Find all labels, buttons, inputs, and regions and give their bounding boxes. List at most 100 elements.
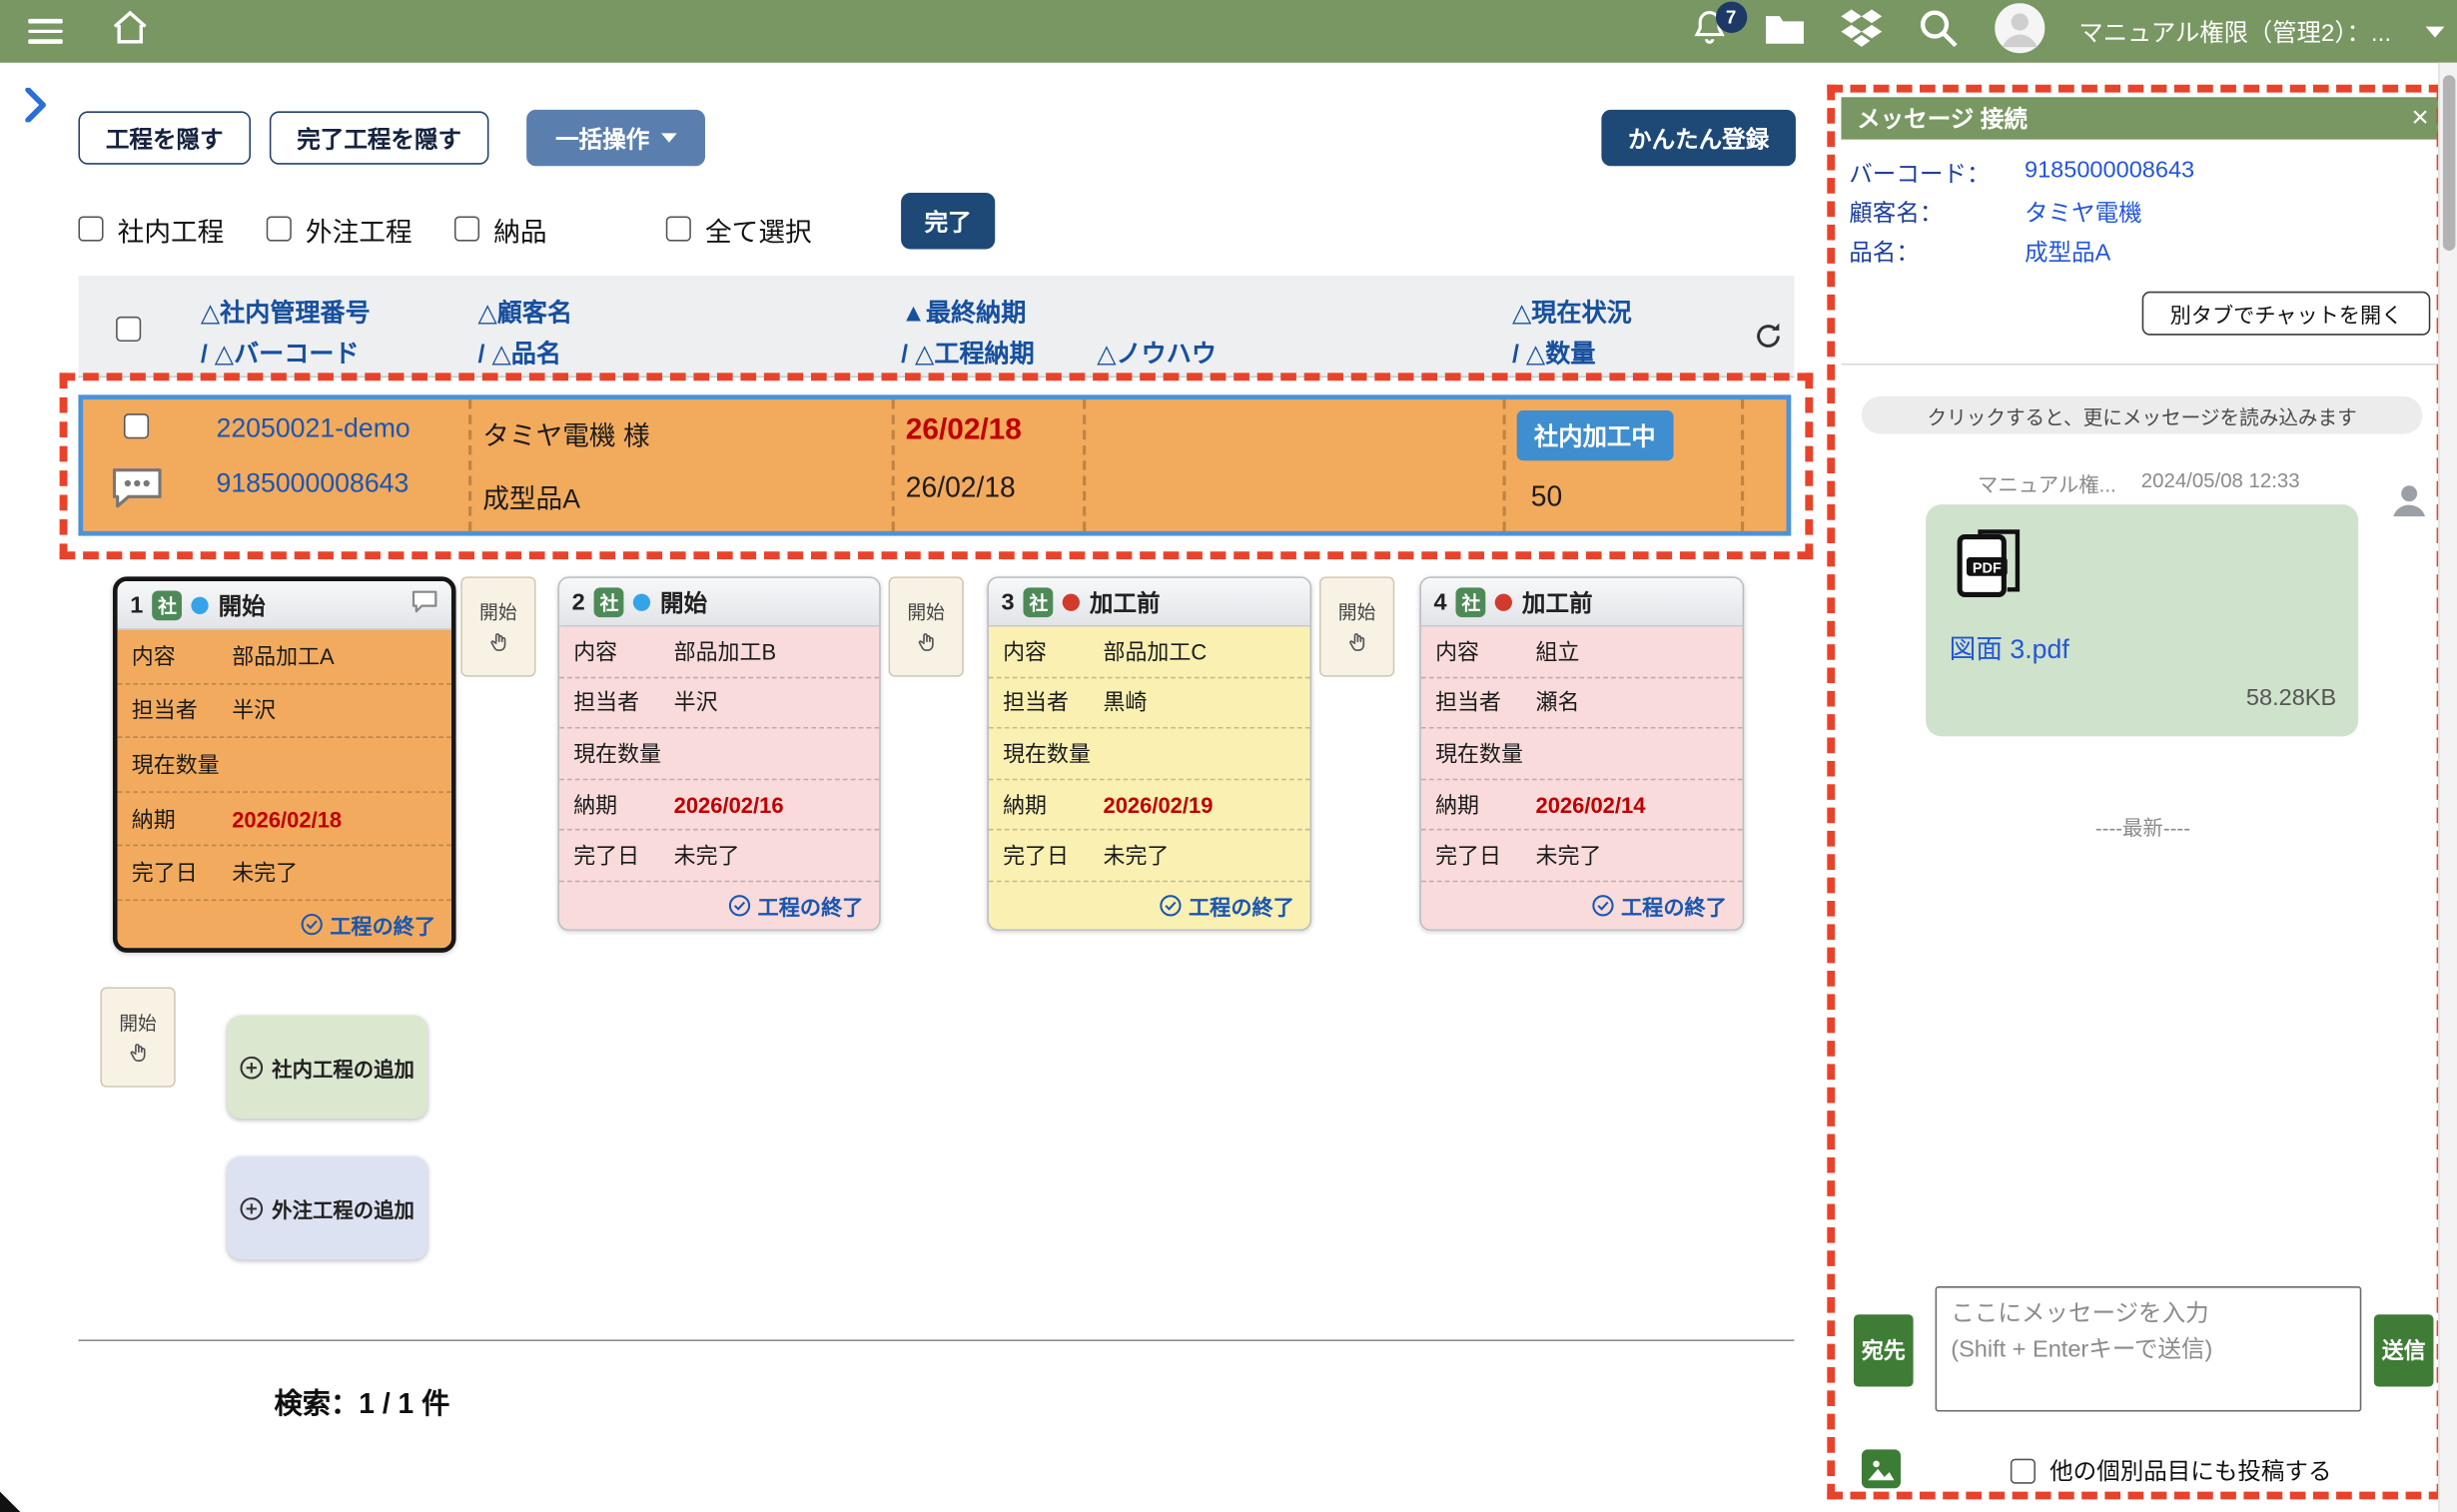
open-chat-new-tab-button[interactable]: 別タブでチャットを開く xyxy=(2141,291,2431,336)
quantity-value: 50 xyxy=(1530,480,1563,513)
easy-register-button[interactable]: かんたん登録 xyxy=(1601,109,1796,167)
search-icon[interactable] xyxy=(1916,5,1960,57)
easy-register-label: かんたん登録 xyxy=(1628,126,1770,153)
start-drop-zone[interactable]: 開始 xyxy=(1318,576,1395,677)
chevron-right-icon[interactable] xyxy=(22,87,47,130)
field-label: 完了日 xyxy=(131,860,198,886)
sort-header-process-due[interactable]: / △工程納期 xyxy=(901,342,1035,369)
table-row[interactable]: 22050021-demo 9185000008643 タミヤ電機 様 成型品A… xyxy=(78,394,1792,536)
sort-header-barcode[interactable]: / △バーコード xyxy=(200,342,360,369)
field-value: 組立 xyxy=(1535,638,1580,664)
finish-process-link[interactable]: 工程の終了 xyxy=(1591,890,1727,921)
filter-select-all[interactable]: 全て選択 xyxy=(665,210,812,248)
add-external-process-label: 外注工程の追加 xyxy=(272,1197,414,1221)
sort-header-status[interactable]: △現在状況 xyxy=(1511,301,1632,328)
chat-bubble-icon[interactable] xyxy=(108,462,164,520)
folder-icon[interactable] xyxy=(1762,10,1806,52)
field-label: 完了日 xyxy=(1435,843,1501,869)
finish-process-link[interactable]: 工程の終了 xyxy=(300,909,435,940)
product-name: 成型品A xyxy=(482,483,581,514)
checkbox[interactable] xyxy=(78,216,104,242)
sort-header-final-due[interactable]: ▲最終納期 xyxy=(901,301,1027,328)
close-icon[interactable]: × xyxy=(2411,101,2429,135)
process-number: 2 xyxy=(571,588,585,615)
hide-done-process-button[interactable]: 完了工程を隠す xyxy=(269,111,489,165)
load-more-messages-button[interactable]: クリックすると、更にメッセージを読み込みます xyxy=(1861,395,2423,434)
filter-delivery-label: 納品 xyxy=(493,217,547,248)
sort-header-qty[interactable]: / △数量 xyxy=(1511,342,1596,369)
row-checkbox[interactable] xyxy=(123,413,150,439)
user-menu-label[interactable]: マニュアル権限（管理2）：... xyxy=(2078,20,2392,48)
finish-process-label: 工程の終了 xyxy=(1188,896,1294,920)
management-no[interactable]: 22050021-demo xyxy=(216,413,410,443)
attached-file-link[interactable]: 図面 3.pdf xyxy=(1949,634,2069,665)
post-to-other-items[interactable]: 他の個別品目にも投稿する xyxy=(2010,1454,2332,1487)
process-type-badge: 社 xyxy=(594,586,624,617)
field-value: 黒崎 xyxy=(1103,689,1148,716)
chevron-down-icon[interactable] xyxy=(2425,25,2445,37)
sort-header-customer[interactable]: △顧客名 xyxy=(477,301,573,328)
checkbox[interactable] xyxy=(453,216,480,242)
menu-icon[interactable] xyxy=(28,12,63,50)
field-label: 現在数量 xyxy=(131,752,220,778)
message-input[interactable] xyxy=(1935,1286,2362,1412)
field-value: 瀬名 xyxy=(1535,689,1580,716)
process-card-header: 2 社 開始 xyxy=(559,577,880,627)
hide-process-button[interactable]: 工程を隠す xyxy=(78,111,252,165)
barcode-value[interactable]: 9185000008643 xyxy=(216,468,410,498)
finish-process-link[interactable]: 工程の終了 xyxy=(728,890,863,921)
sort-header-management-no[interactable]: △社内管理番号 xyxy=(200,301,371,328)
send-button[interactable]: 送信 xyxy=(2373,1314,2434,1387)
avatar-icon[interactable] xyxy=(1994,2,2045,60)
dropbox-icon[interactable] xyxy=(1840,8,1882,54)
comment-icon[interactable] xyxy=(410,589,438,620)
filter-internal-process[interactable]: 社内工程 xyxy=(78,210,224,248)
status-badge: 社内加工中 xyxy=(1516,410,1673,461)
filter-external-process[interactable]: 外注工程 xyxy=(266,210,412,248)
pdf-icon: PDF xyxy=(1947,523,2029,612)
bulk-action-button[interactable]: 一括操作 xyxy=(526,109,705,167)
checkbox[interactable] xyxy=(665,216,691,242)
process-number: 4 xyxy=(1433,588,1447,615)
checkbox[interactable] xyxy=(2010,1457,2036,1483)
field-label: 内容 xyxy=(573,638,618,664)
sort-header-product[interactable]: / △品名 xyxy=(477,342,561,369)
checkbox[interactable] xyxy=(266,216,292,242)
check-circle-icon xyxy=(728,895,750,917)
add-external-process-button[interactable]: 外注工程の追加 xyxy=(227,1155,428,1260)
notification-count-badge: 7 xyxy=(1715,0,1747,33)
check-circle-icon xyxy=(1159,895,1181,917)
finish-process-link[interactable]: 工程の終了 xyxy=(1159,890,1294,921)
complete-button[interactable]: 完了 xyxy=(901,192,996,250)
notifications-button[interactable]: 7 xyxy=(1690,0,1747,54)
message-input-wrap: ここにメッセージを入力 (Shift + Enterキーで送信) xyxy=(1935,1286,2362,1412)
field-value: 半沢 xyxy=(232,697,277,723)
scrollbar-thumb[interactable] xyxy=(2442,75,2455,252)
scrollbar-track[interactable] xyxy=(2438,62,2457,1512)
add-internal-process-button[interactable]: 社内工程の追加 xyxy=(227,1015,428,1120)
process-number: 1 xyxy=(130,591,144,618)
recipient-button[interactable]: 宛先 xyxy=(1853,1314,1914,1387)
panel-divider xyxy=(1841,363,2445,366)
refresh-icon[interactable] xyxy=(1752,320,1785,361)
check-circle-icon xyxy=(300,913,323,936)
select-all-row-checkbox[interactable] xyxy=(116,316,142,343)
sort-header-knowhow[interactable]: △ノウハウ xyxy=(1097,342,1217,369)
product-label: 品名： xyxy=(1849,240,1920,267)
process-type-badge: 社 xyxy=(152,589,183,620)
image-icon[interactable] xyxy=(1861,1449,1902,1496)
start-drop-zone[interactable]: 開始 xyxy=(460,576,536,677)
start-drop-zone[interactable]: 開始 xyxy=(888,576,964,677)
start-drop-zone[interactable]: 開始 xyxy=(100,987,176,1088)
process-due-date: 26/02/18 xyxy=(905,471,1016,503)
field-label: 内容 xyxy=(1435,638,1480,664)
customer-label: 顧客名： xyxy=(1849,200,1944,228)
filter-delivery[interactable]: 納品 xyxy=(453,210,547,248)
home-icon[interactable] xyxy=(110,7,151,56)
